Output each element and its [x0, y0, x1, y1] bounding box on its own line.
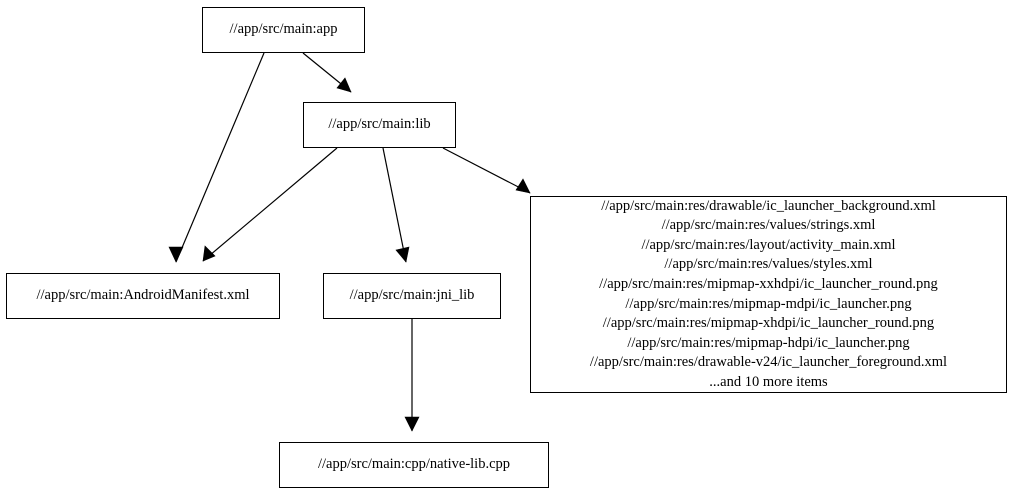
graph-arrowhead-jni-lib-to-native-lib: [404, 416, 420, 432]
graph-node-app[interactable]: //app/src/main:app: [202, 7, 365, 53]
graph-node-lib[interactable]: //app/src/main:lib: [303, 102, 456, 148]
graph-edge-app-to-manifest: [175, 52, 265, 263]
graph-edge-lib-to-manifest: [202, 147, 338, 262]
graph-edge-lib-to-jni-lib: [382, 147, 407, 263]
graph-arrowhead-lib-to-manifest: [202, 245, 216, 262]
graph-arrowhead-app-to-lib: [336, 77, 352, 93]
graph-node-resources[interactable]: //app/src/main:res/drawable/ic_launcher_…: [530, 196, 1007, 393]
graph-node-label-manifest: //app/src/main:AndroidManifest.xml: [36, 287, 250, 304]
graph-node-jni_lib[interactable]: //app/src/main:jni_lib: [323, 273, 501, 319]
graph-arrowhead-lib-to-jni-lib: [395, 246, 410, 263]
graph-node-label-native_lib: //app/src/main:cpp/native-lib.cpp: [317, 456, 511, 473]
graph-node-label-jni_lib: //app/src/main:jni_lib: [349, 287, 475, 304]
graph-arrowhead-app-to-manifest: [168, 246, 184, 263]
graph-node-label-lib: //app/src/main:lib: [328, 116, 431, 133]
graph-edge-lib-to-resources: [442, 147, 531, 194]
graph-arrowhead-lib-to-resources: [515, 178, 531, 194]
graph-node-label-app: //app/src/main:app: [229, 21, 338, 38]
graph-node-label-resources: //app/src/main:res/drawable/ic_launcher_…: [589, 197, 948, 390]
graph-node-manifest[interactable]: //app/src/main:AndroidManifest.xml: [6, 273, 280, 319]
graph-node-native_lib[interactable]: //app/src/main:cpp/native-lib.cpp: [279, 442, 549, 488]
